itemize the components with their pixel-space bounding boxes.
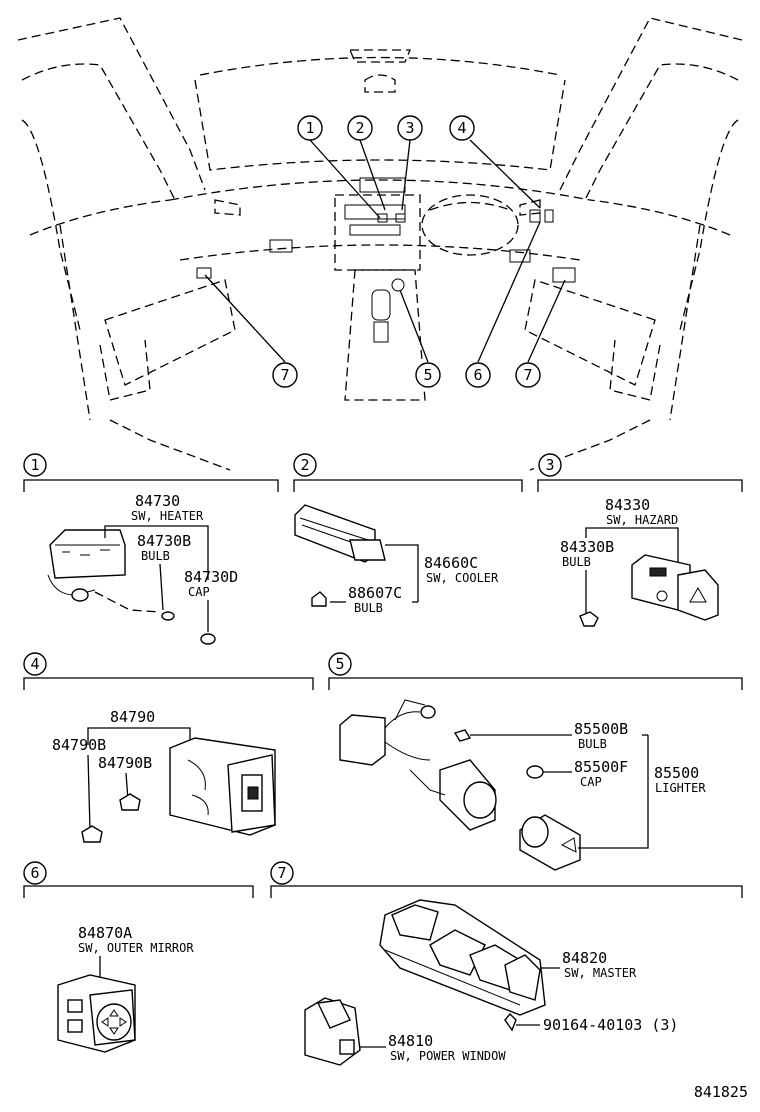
part-84790B-a-number: 84790B — [52, 736, 106, 754]
part-84730D-number: 84730D — [184, 568, 238, 586]
part-85500-number: 85500 — [654, 764, 699, 782]
part-84330B-desc: BULB — [562, 555, 591, 569]
svg-text:4: 4 — [457, 119, 466, 137]
part-84820-number: 84820 — [562, 949, 607, 967]
section-5: 5 85500B BULB 85500F CAP 85500 LIGHTER — [328, 652, 743, 871]
callout-4: 4 — [449, 115, 475, 141]
svg-text:1: 1 — [305, 119, 314, 137]
outer-mirror-switch-drawing — [57, 974, 136, 1053]
part-85500-desc: LIGHTER — [655, 781, 706, 795]
lighter-drawing — [339, 699, 581, 871]
part-84810-desc: SW, POWER WINDOW — [390, 1049, 506, 1063]
section-7: 7 84820 SW, MASTER 90164-40103 (3) 84810… — [270, 861, 743, 1066]
callout-5: 5 — [415, 362, 441, 388]
svg-text:3: 3 — [405, 119, 414, 137]
part-88607C-number: 88607C — [348, 584, 402, 602]
part-84870A-number: 84870A — [78, 924, 132, 942]
part-84330B-number: 84330B — [560, 538, 614, 556]
part-84730D-desc: CAP — [188, 585, 210, 599]
section-3: 3 84330 SW, HAZARD 84330B BULB — [537, 453, 743, 627]
part-84660C-number: 84660C — [424, 554, 478, 572]
diagram-id: 841825 — [694, 1083, 748, 1101]
part-84790-number: 84790 — [110, 708, 155, 726]
section-1: 1 84730 SW, HEATER 84730B BULB 84730D CA… — [23, 453, 279, 645]
part-84730B-number: 84730B — [137, 532, 191, 550]
callout-2: 2 — [347, 115, 373, 141]
part-90164-number: 90164-40103 (3) — [543, 1016, 678, 1034]
part-84870A-desc: SW, OUTER MIRROR — [78, 941, 194, 955]
part-84730-number: 84730 — [135, 492, 180, 510]
rear-defogger-switch-drawing — [81, 737, 276, 843]
part-84330-number: 84330 — [605, 496, 650, 514]
svg-text:6: 6 — [473, 366, 482, 384]
section-5-label: 5 — [335, 655, 344, 673]
section-2-label: 2 — [300, 456, 309, 474]
part-88607C-desc: BULB — [354, 601, 383, 615]
callout-3: 3 — [397, 115, 423, 141]
section-6-label: 6 — [30, 864, 39, 882]
svg-text:7: 7 — [523, 366, 532, 384]
callout-7-left: 7 — [272, 362, 298, 388]
part-84790B-b-number: 84790B — [98, 754, 152, 772]
callout-7-right: 7 — [515, 362, 541, 388]
callout-1: 1 — [297, 115, 323, 141]
svg-text:2: 2 — [355, 119, 364, 137]
svg-text:7: 7 — [280, 366, 289, 384]
part-84330-desc: SW, HAZARD — [606, 513, 678, 527]
interior-overview: 1 2 3 4 7 5 6 7 — [17, 17, 743, 471]
hazard-switch-drawing — [579, 554, 719, 627]
master-switch-drawing — [379, 899, 546, 1032]
part-84730B-desc: BULB — [141, 549, 170, 563]
part-84730-desc: SW, HEATER — [131, 509, 204, 523]
section-4: 4 84790 84790B 84790B — [23, 652, 314, 843]
power-window-switch-drawing — [304, 997, 361, 1066]
heater-switch-drawing — [47, 529, 216, 645]
part-85500B-desc: BULB — [578, 737, 607, 751]
part-84810-number: 84810 — [388, 1032, 433, 1050]
part-84820-desc: SW, MASTER — [564, 966, 637, 980]
section-3-label: 3 — [545, 456, 554, 474]
part-85500F-number: 85500F — [574, 758, 628, 776]
svg-text:5: 5 — [423, 366, 432, 384]
section-6: 6 84870A SW, OUTER MIRROR — [23, 861, 254, 1053]
callout-6: 6 — [465, 362, 491, 388]
section-1-label: 1 — [30, 456, 39, 474]
cooler-switch-drawing — [294, 504, 386, 607]
part-85500F-desc: CAP — [580, 775, 602, 789]
part-85500B-number: 85500B — [574, 720, 628, 738]
section-4-label: 4 — [30, 655, 39, 673]
section-2: 2 84660C SW, COOLER 88607C BULB — [293, 453, 523, 615]
part-84660C-desc: SW, COOLER — [426, 571, 499, 585]
section-7-label: 7 — [277, 864, 286, 882]
